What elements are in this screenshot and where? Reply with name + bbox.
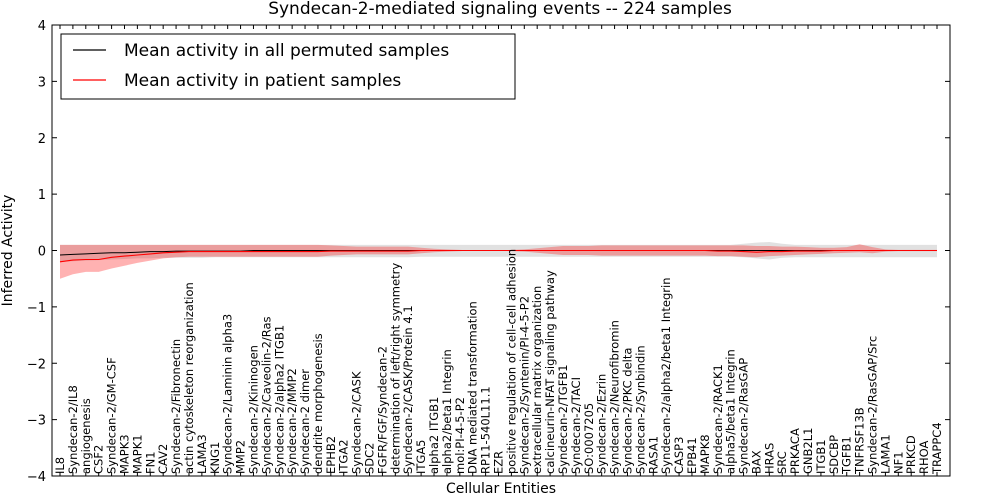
x-tick-label: MAPK3: [117, 434, 131, 474]
x-tick-label: PRKCD: [904, 435, 918, 474]
confidence-bands: [60, 242, 937, 279]
x-tick-label: GNB2L1: [801, 428, 815, 474]
x-tick-label: Syndecan-2/RACK1: [711, 364, 725, 474]
x-tick-label: Syndecan-2/alpha2 ITGB1: [272, 325, 286, 474]
x-tick-label: CASP3: [672, 437, 686, 474]
x-tick-label: ITGB1: [814, 439, 828, 474]
x-tick-label: Syndecan-2/TGFB1: [556, 364, 570, 474]
x-tick-label: LAMA3: [195, 434, 209, 474]
x-tick-label: TNFRSF13B: [853, 407, 867, 475]
legend-entry-permuted-label: Mean activity in all permuted samples: [124, 41, 449, 61]
x-tick-label: positive regulation of cell-cell adhesio…: [504, 249, 518, 474]
x-tick-label: Syndecan-2/TACI: [569, 377, 583, 474]
x-tick-label: ITGA2: [337, 439, 351, 474]
x-tick-label: Syndecan-2/Neurofibromin: [608, 320, 622, 474]
x-tick-label: calcineurin-NFAT signaling pathway: [543, 270, 557, 474]
y-axis-label: Inferred Activity: [0, 195, 16, 307]
x-tick-label: angiogenesis: [79, 398, 93, 474]
y-tick-label: 0: [38, 245, 46, 260]
y-tick-label: −4: [27, 470, 46, 485]
chart-title: Syndecan-2-mediated signaling events -- …: [268, 0, 732, 19]
x-tick-label: EPHB2: [324, 436, 338, 474]
x-tick-label: SDC2: [363, 442, 377, 474]
x-tick-label: mol:PI-4-5-P2: [453, 397, 467, 474]
series-lines: [59, 249, 937, 263]
x-tick-label: alpha5/beta1 Integrin: [724, 349, 738, 474]
x-tick-label: Syndecan-2/MMP2: [285, 368, 299, 474]
y-tick-label: 1: [38, 188, 46, 203]
x-tick-label: MMP2: [234, 440, 248, 474]
x-tick-label: Syndecan-2/GM-CSF: [105, 357, 119, 474]
permuted-band: [60, 242, 937, 262]
y-tick-label: 2: [38, 132, 46, 147]
x-tick-label: Syndecan-2/Ezrin: [595, 374, 609, 474]
x-tick-label: Syndecan-2/Syntenin/PI-4-5-P2: [517, 296, 531, 474]
x-tick-label: CAV2: [156, 444, 170, 474]
x-tick-label: MAPK8: [698, 434, 712, 474]
x-tick-label: BAX: [749, 450, 763, 474]
x-tick-label: HRAS: [762, 443, 776, 474]
x-tick-label: Syndecan-2 dimer: [298, 369, 312, 474]
y-axis-ticks: −4 −3 −2 −1 0 1 2 3 4: [27, 19, 950, 485]
x-tick-label: FN1: [143, 451, 157, 474]
x-tick-label: alpha2/beta1 Integrin: [440, 349, 454, 474]
x-tick-label: EZR: [492, 451, 506, 474]
x-tick-label: RHOA: [917, 441, 931, 474]
x-tick-label: Syndecan-2/Caveolin-2/Ras: [259, 316, 273, 474]
x-tick-label: LAMA1: [878, 434, 892, 474]
x-tick-label: dendrite morphogenesis: [311, 333, 325, 474]
x-tick-label: NF1: [891, 451, 905, 474]
x-tick-label: SRC: [775, 451, 789, 474]
x-tick-label: Syndecan-2/IL8: [66, 385, 80, 474]
x-tick-label: EPB41: [685, 437, 699, 474]
x-tick-label: SDCBP: [827, 435, 841, 474]
x-tick-label: TGFB1: [840, 436, 854, 475]
x-tick-label: TRAPPC4: [930, 422, 944, 475]
x-tick-label: Syndecan-2/CASK/Protein 4.1: [401, 305, 415, 474]
patient-mean-line: [59, 249, 937, 263]
x-tick-label: Syndecan-2/Fibronectin: [169, 339, 183, 474]
x-tick-label: CSF2: [92, 445, 106, 474]
x-tick-label: PRKACA: [788, 428, 802, 474]
x-tick-label: Syndecan-2/RasGAP: [737, 358, 751, 474]
x-tick-label: alpha2 ITGB1: [427, 397, 441, 474]
y-tick-label: 3: [38, 75, 46, 90]
x-tick-label: extracellular matrix organization: [530, 286, 544, 474]
x-tick-label: KNG1: [208, 442, 222, 474]
x-axis-ticks: IL8Syndecan-2/IL8angiogenesisCSF2Syndeca…: [53, 25, 944, 476]
y-tick-label: −2: [27, 357, 46, 372]
legend: Mean activity in all permuted samplesMea…: [60, 33, 516, 100]
x-tick-label: Syndecan-2/alpha2/beta1 Integrin: [659, 277, 673, 474]
x-tick-label: Syndecan-2/Synbindin: [633, 345, 647, 474]
x-tick-label: determination of left/right symmetry: [388, 263, 402, 474]
x-tick-label: IL8: [53, 457, 67, 474]
y-tick-label: −1: [27, 301, 46, 316]
x-tick-label: RASA1: [646, 436, 660, 474]
x-tick-label: Syndecan-2/Kininogen: [246, 345, 260, 474]
legend-entry-patient-label: Mean activity in patient samples: [124, 71, 401, 91]
x-tick-label: actin cytoskeleton reorganization: [182, 282, 196, 474]
x-tick-label: MAPK1: [130, 434, 144, 474]
legend-box: [60, 33, 516, 100]
x-tick-label: Syndecan-2/RasGAP/Src: [866, 336, 880, 474]
x-tick-label: ITGA5: [414, 439, 428, 474]
x-tick-label: FGFR/FGF/Syndecan-2: [375, 346, 389, 474]
x-tick-label: Syndecan-2/Laminin alpha3: [221, 314, 235, 474]
patient-band: [60, 244, 937, 279]
y-tick-label: 4: [38, 19, 46, 34]
x-tick-label: Syndecan-2/PKC delta: [620, 348, 634, 474]
x-tick-label: DNA mediated transformation: [466, 301, 480, 474]
x-axis-label: Cellular Entities: [446, 481, 556, 497]
x-tick-label: SO:0007205: [582, 403, 596, 474]
y-tick-label: −3: [27, 414, 46, 429]
x-tick-label: RP11-540L11.1: [479, 386, 493, 474]
x-tick-label: Syndecan-2/CASK: [350, 371, 364, 474]
